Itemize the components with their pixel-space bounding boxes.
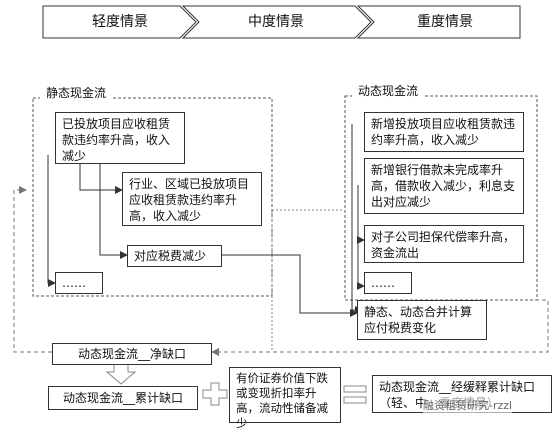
static-box-tax: 对应税费减少 bbox=[127, 245, 222, 267]
static-group-frame bbox=[32, 97, 273, 297]
stage-chevron-1 bbox=[42, 5, 197, 39]
static-flow-title: 静态现金流 bbox=[40, 84, 113, 102]
dynamic-box-ellipsis: …… bbox=[364, 272, 412, 294]
stage-mild: 轻度情景 bbox=[92, 14, 148, 30]
stage-severe: 重度情景 bbox=[417, 14, 473, 30]
dynamic-box-new-projects: 新增投放项目应收租赁款违约率升高，收入减少 bbox=[364, 112, 524, 152]
cumulative-gap-box: 动态现金流__累计缺口 bbox=[48, 386, 198, 410]
feedback-dashed-left bbox=[13, 186, 52, 353]
stage-moderate: 中度情景 bbox=[248, 14, 304, 30]
stage-chevron-2 bbox=[181, 5, 372, 39]
net-gap-box: 动态现金流__净缺口 bbox=[52, 343, 212, 365]
dynamic-box-bank-loans: 新增银行借款未完成率升高，借款收入减少，利息支出对应减少 bbox=[364, 158, 524, 214]
plus-sign bbox=[202, 382, 228, 406]
tax-to-merge-connector bbox=[222, 254, 358, 317]
static-connector-3 bbox=[47, 155, 56, 287]
static-box-industry: 行业、区域已投放项目应收租赁款违约率升高，收入减少 bbox=[122, 172, 262, 226]
stage-chevron-3 bbox=[356, 5, 521, 39]
down-hollow-arrow bbox=[105, 362, 137, 385]
dynamic-box-guarantee: 对子公司担保代偿率升高，资金流出 bbox=[364, 225, 524, 263]
securities-box: 有价证券价值下跌或变现折扣率升高，流动性储备减少 bbox=[229, 367, 341, 430]
dynamic-dotted-link bbox=[271, 209, 342, 350]
feedback-dashed-right bbox=[211, 299, 549, 356]
dynamic-connector-1 bbox=[351, 124, 363, 314]
watermark-text: 融资租赁研究-rzzl bbox=[423, 397, 513, 413]
dynamic-flow-title: 动态现金流 bbox=[352, 82, 425, 100]
equals-sign-bottom bbox=[343, 396, 367, 404]
dynamic-connector-3 bbox=[357, 240, 365, 290]
merge-tax-box: 静态、动态合并计算应付税费变化 bbox=[357, 300, 487, 340]
static-connector-1 bbox=[79, 155, 123, 194]
static-box-ellipsis: …… bbox=[55, 272, 103, 294]
static-connector-2 bbox=[99, 155, 128, 259]
equals-sign-top bbox=[343, 385, 367, 393]
static-box-receivables: 已投放项目应收租赁款违约率升高，收入减少 bbox=[55, 112, 185, 164]
